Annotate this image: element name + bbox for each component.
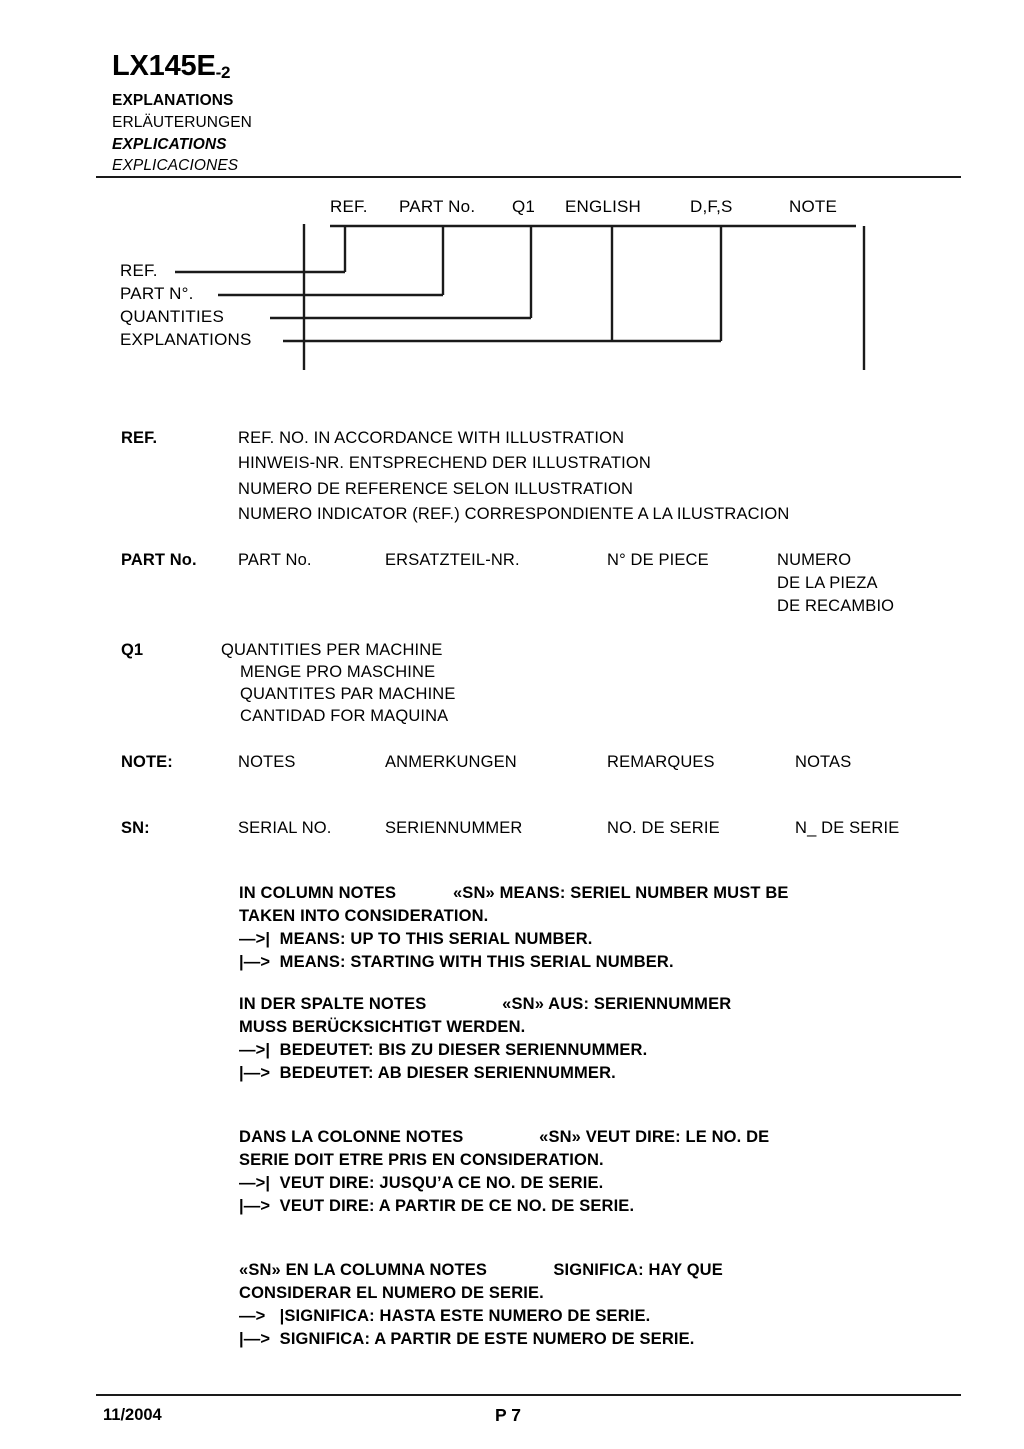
note-english-line-3: —>| MEANS: UP TO THIS SERIAL NUMBER.: [239, 930, 593, 948]
diagram-label-explanations: EXPLANATIONS: [120, 330, 252, 349]
definition-q1-english: QUANTITIES PER MACHINE: [221, 641, 443, 659]
definition-part-spanish-3: DE RECAMBIO: [777, 597, 895, 615]
definition-q1-french: QUANTITES PAR MACHINE: [240, 685, 456, 703]
definition-part-german: ERSATZTEIL-NR.: [385, 551, 520, 569]
definition-key-part-no: PART No.: [121, 551, 197, 569]
definition-ref-spanish: NUMERO INDICATOR (REF.) CORRESPONDIENTE …: [238, 505, 790, 523]
note-spanish-line-3: —> |SIGNIFICA: HASTA ESTE NUMERO DE SERI…: [239, 1307, 651, 1325]
model-title-suffix: -2: [215, 63, 231, 82]
footer-divider-rule: [96, 1394, 961, 1396]
column-header-dfs: D,F,S: [690, 197, 733, 216]
definition-note-english: NOTES: [238, 753, 296, 771]
definition-sn-french: NO. DE SERIE: [607, 819, 720, 837]
note-french-line-1: DANS LA COLONNE NOTES «SN» VEUT DIRE: LE…: [239, 1128, 770, 1146]
definition-ref-german: HINWEIS-NR. ENTSPRECHEND DER ILLUSTRATIO…: [238, 454, 651, 472]
column-header-note: NOTE: [789, 197, 838, 216]
diagram-label-quantities: QUANTITIES: [120, 307, 225, 326]
definition-part-spanish-2: DE LA PIEZA: [777, 574, 878, 592]
definition-key-sn: SN:: [121, 819, 150, 837]
note-german-line-1: IN DER SPALTE NOTES «SN» AUS: SERIENNUMM…: [239, 995, 732, 1013]
note-german-line-4: |—> BEDEUTET: AB DIESER SERIENNUMMER.: [239, 1064, 616, 1082]
definition-ref-french: NUMERO DE REFERENCE SELON ILLUSTRATION: [238, 480, 634, 498]
definition-sn-spanish: N_ DE SERIE: [795, 819, 900, 837]
definition-sn-english: SERIAL NO.: [238, 819, 332, 837]
definition-q1-german: MENGE PRO MASCHINE: [240, 663, 436, 681]
note-english-line-2: TAKEN INTO CONSIDERATION.: [239, 907, 489, 925]
note-german-line-3: —>| BEDEUTET: BIS ZU DIESER SERIENNUMMER…: [239, 1041, 648, 1059]
definition-note-spanish: NOTAS: [795, 753, 852, 771]
header-line-german: ERLÄUTERUNGEN: [112, 114, 252, 131]
note-french-line-4: |—> VEUT DIRE: A PARTIR DE CE NO. DE SER…: [239, 1197, 635, 1215]
definition-key-note: NOTE:: [121, 753, 173, 771]
model-title-text: LX145E: [112, 50, 216, 82]
definition-ref-english: REF. NO. IN ACCORDANCE WITH ILLUSTRATION: [238, 429, 625, 447]
header-divider-rule: [96, 176, 961, 178]
definition-part-english: PART No.: [238, 551, 312, 569]
header-line-spanish: EXPLICACIONES: [112, 157, 239, 174]
note-french-line-3: —>| VEUT DIRE: JUSQU’A CE NO. DE SERIE.: [239, 1174, 604, 1192]
column-header-english: ENGLISH: [565, 197, 642, 216]
definition-key-ref: REF.: [121, 429, 158, 447]
column-header-ref: REF.: [330, 197, 368, 216]
definition-note-french: REMARQUES: [607, 753, 715, 771]
column-header-q1: Q1: [512, 197, 536, 216]
note-spanish-line-2: CONSIDERAR EL NUMERO DE SERIE.: [239, 1284, 544, 1302]
definition-note-german: ANMERKUNGEN: [385, 753, 517, 771]
footer-page-number: P 7: [495, 1405, 521, 1425]
diagram-label-ref: REF.: [120, 261, 158, 280]
definition-key-q1: Q1: [121, 641, 144, 659]
definition-part-spanish-1: NUMERO: [777, 551, 852, 569]
definition-part-french: N° DE PIECE: [607, 551, 709, 569]
note-english-line-4: |—> MEANS: STARTING WITH THIS SERIAL NUM…: [239, 953, 674, 971]
note-spanish-line-4: |—> SIGNIFICA: A PARTIR DE ESTE NUMERO D…: [239, 1330, 695, 1348]
note-german-line-2: MUSS BERÜCKSICHTIGT WERDEN.: [239, 1018, 526, 1036]
note-french-line-2: SERIE DOIT ETRE PRIS EN CONSIDERATION.: [239, 1151, 604, 1169]
footer-date: 11/2004: [103, 1406, 162, 1424]
definition-sn-german: SERIENNUMMER: [385, 819, 523, 837]
definition-q1-spanish: CANTIDAD FOR MAQUINA: [240, 707, 449, 725]
page-title: LX145E-2: [112, 50, 231, 83]
note-spanish-line-1: «SN» EN LA COLUMNA NOTES SIGNIFICA: HAY …: [239, 1261, 723, 1279]
diagram-label-part-no: PART N°.: [120, 284, 194, 303]
header-line-french: EXPLICATIONS: [112, 136, 227, 153]
note-english-line-1: IN COLUMN NOTES «SN» MEANS: SERIEL NUMBE…: [239, 884, 789, 902]
column-header-part-no: PART No.: [399, 197, 476, 216]
header-line-english: EXPLANATIONS: [112, 92, 234, 109]
